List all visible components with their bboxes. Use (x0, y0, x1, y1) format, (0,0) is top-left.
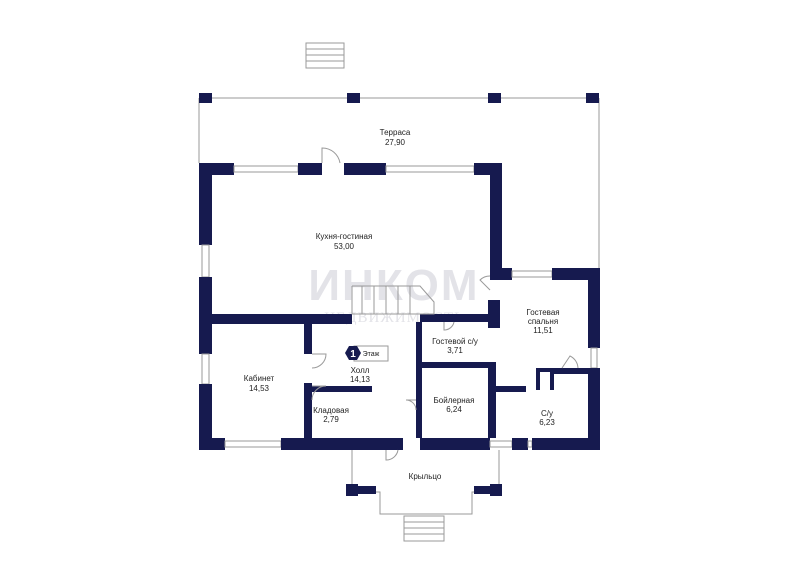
porch (346, 450, 502, 542)
room-name2-guest-bedroom: спальня (528, 317, 558, 326)
room-name-office: Кабинет (244, 374, 275, 383)
room-name-hall: Холл (351, 366, 370, 375)
room-area-kitchen-living: 53,00 (334, 242, 355, 251)
room-name-porch: Крыльцо (409, 472, 442, 481)
floor-number: 1 (350, 349, 356, 360)
interior-stairs (351, 285, 435, 315)
room-area-wc: 6,23 (539, 418, 555, 427)
room-name-wc: С/у (541, 409, 553, 418)
room-name-storage: Кладовая (313, 406, 349, 415)
room-area-guest-wc: 3,71 (447, 346, 463, 355)
room-name-guest-bedroom: Гостевая (526, 308, 559, 317)
outer-walls (199, 163, 600, 450)
room-area-storage: 2,79 (323, 415, 339, 424)
floor-label: Этаж (363, 351, 380, 358)
room-labels: Терраса 27,90 Кухня-гостиная 53,00 Госте… (244, 128, 560, 481)
room-area-office: 14,53 (249, 384, 270, 393)
room-name-terrace: Терраса (380, 128, 411, 137)
terrace-stairs (305, 42, 345, 69)
doors (311, 147, 579, 461)
room-area-boiler: 6,24 (446, 405, 462, 414)
room-area-guest-bedroom: 11,51 (533, 326, 553, 335)
room-name-kitchen-living: Кухня-гостиная (316, 232, 373, 241)
room-area-terrace: 27,90 (385, 138, 406, 147)
room-name-guest-wc: Гостевой с/у (432, 337, 478, 346)
room-name-boiler: Бойлерная (434, 396, 475, 405)
room-area-hall: 14,13 (350, 375, 371, 384)
hexagon-icon (345, 346, 361, 360)
floor-badge: 1 Этаж (345, 345, 389, 362)
terrace-outline (198, 93, 600, 268)
interior-walls (212, 300, 588, 438)
